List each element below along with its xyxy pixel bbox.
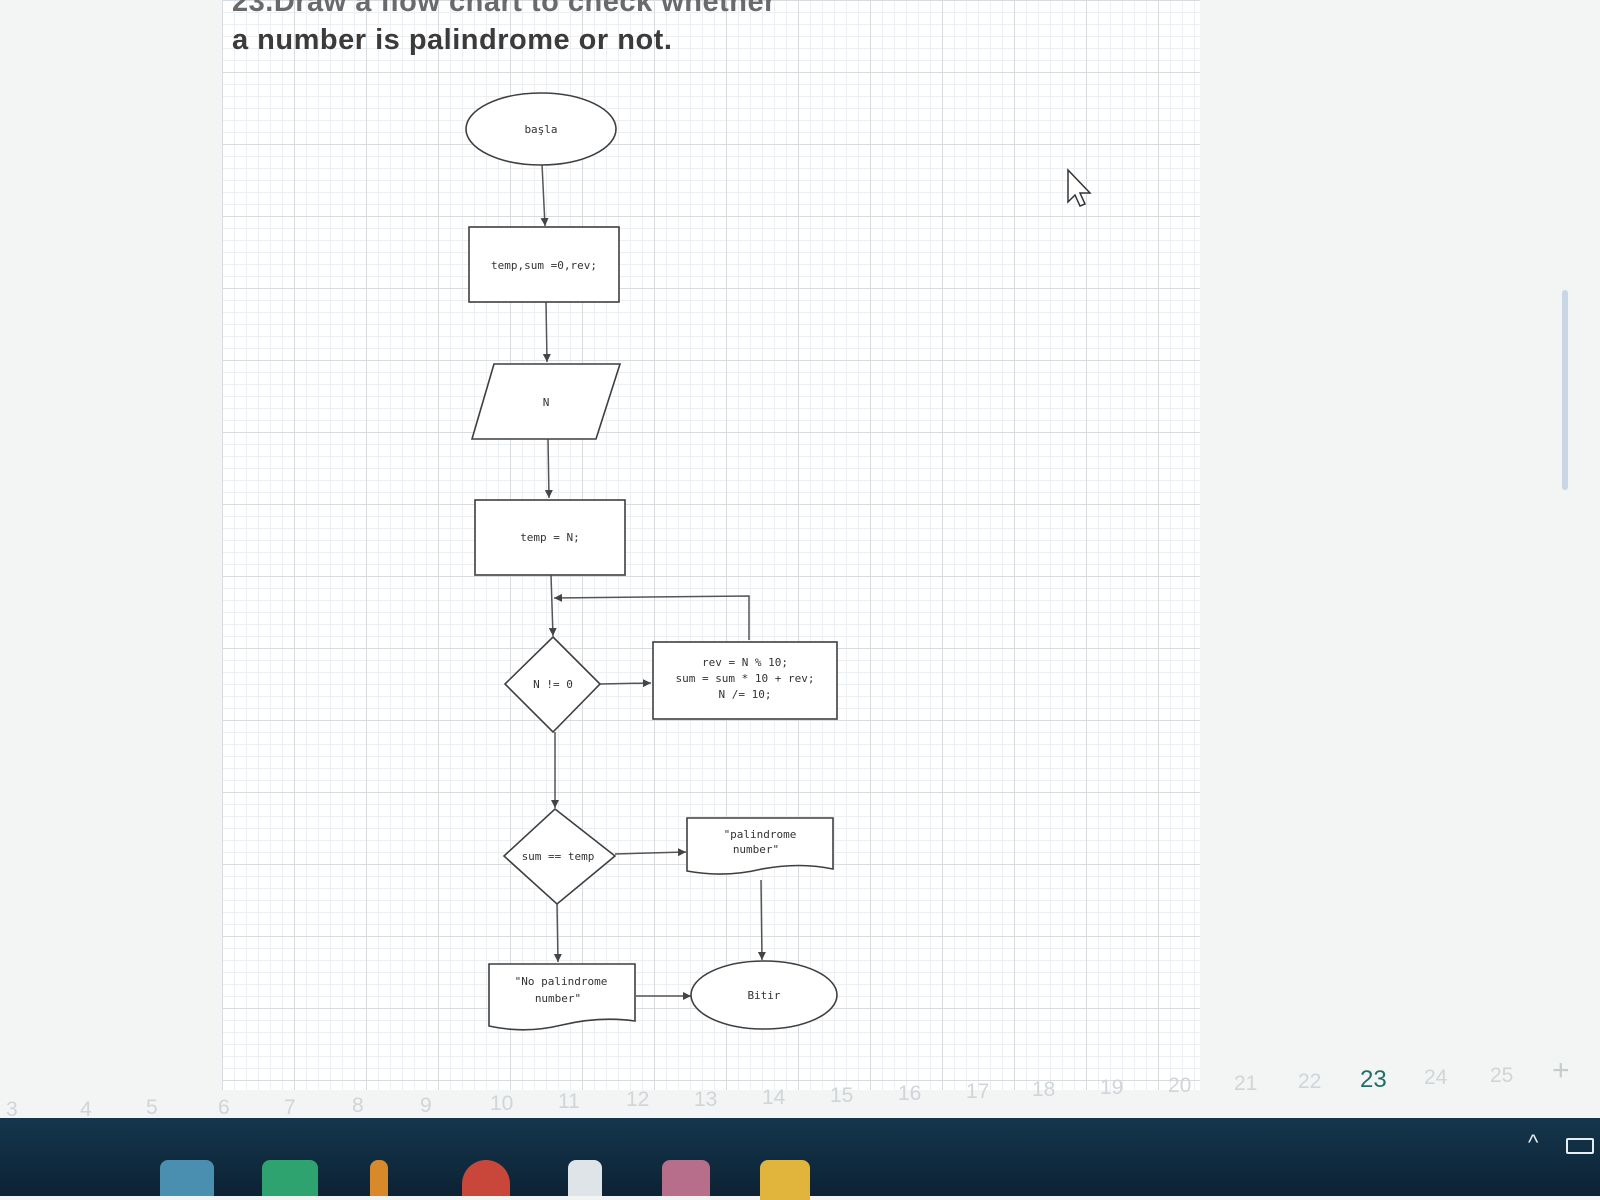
loop-body-line-1: rev = N % 10; <box>702 656 788 669</box>
init-process-box <box>468 226 620 303</box>
app-icon[interactable] <box>160 1160 214 1196</box>
add-page-button[interactable]: + <box>1552 1054 1570 1087</box>
connector-input-assign <box>544 437 553 499</box>
page-tab[interactable]: 25 <box>1490 1064 1514 1087</box>
compare-decision-diamond <box>502 807 617 906</box>
connector-assign-loop <box>548 574 557 637</box>
start-label: başla <box>524 123 557 136</box>
page-tab[interactable]: 13 <box>694 1088 718 1111</box>
page-tab[interactable]: 7 <box>284 1096 296 1119</box>
page-tab[interactable]: 10 <box>490 1092 514 1115</box>
page-tab[interactable]: 15 <box>830 1084 854 1107</box>
connector-compare-yes <box>614 848 687 857</box>
page-tab[interactable]: 24 <box>1424 1066 1448 1089</box>
page-tab[interactable]: 5 <box>146 1096 158 1119</box>
page-tab[interactable]: 22 <box>1298 1070 1322 1093</box>
tray-chevron-up-icon[interactable]: ^ <box>1528 1130 1539 1155</box>
settings-icon[interactable] <box>568 1160 602 1196</box>
loop-condition-label: N != 0 <box>533 678 573 691</box>
page-tab[interactable]: 8 <box>352 1094 364 1117</box>
compare-label: sum == temp <box>522 850 595 863</box>
loop-decision-diamond <box>503 635 602 734</box>
init-label: temp,sum =0,rev; <box>491 259 597 272</box>
taskbar: ^ <box>0 1118 1600 1200</box>
page-tab[interactable]: 14 <box>762 1086 786 1109</box>
browser-icon[interactable] <box>462 1160 510 1196</box>
app-icon[interactable] <box>262 1160 318 1196</box>
connector-init-input <box>542 301 551 363</box>
connector-yes-end <box>757 879 766 961</box>
yes-output-line-1: "palindrome <box>724 828 797 841</box>
yes-output-document <box>686 817 834 875</box>
input-label: N <box>543 396 550 409</box>
no-output-line-1: "No palindrome <box>515 975 608 988</box>
page-tab[interactable]: 9 <box>420 1094 432 1117</box>
page-navigator: 3 4 5 6 7 8 9 10 11 12 13 14 15 16 17 18… <box>0 1054 1600 1121</box>
no-output-document <box>488 963 636 1031</box>
end-label: Bitir <box>747 989 780 1002</box>
page-tab[interactable]: 19 <box>1100 1076 1124 1099</box>
app-icon[interactable] <box>662 1160 710 1196</box>
mouse-cursor-icon <box>1067 168 1092 207</box>
folder-icon[interactable] <box>760 1160 810 1200</box>
title-line-1: 23.Draw a flow chart to check whether <box>232 0 776 18</box>
input-parallelogram <box>470 363 622 440</box>
start-terminator <box>465 92 617 166</box>
page-tab[interactable]: 17 <box>966 1080 990 1103</box>
app-icon[interactable] <box>370 1160 388 1196</box>
end-terminator <box>690 960 838 1030</box>
loop-body-box <box>652 641 838 720</box>
assign-process-box <box>474 499 626 576</box>
connector-start-init <box>540 163 549 227</box>
vertical-scrollbar[interactable] <box>1562 290 1568 490</box>
connector-compare-no <box>553 903 562 963</box>
page-tab[interactable]: 6 <box>218 1096 230 1119</box>
page-tab[interactable]: 4 <box>80 1098 92 1121</box>
page-tab[interactable]: 18 <box>1032 1078 1056 1101</box>
page-tab[interactable]: 16 <box>898 1082 922 1105</box>
page-tab[interactable]: 12 <box>626 1088 650 1111</box>
page-tab[interactable]: 21 <box>1234 1072 1258 1095</box>
no-output-line-2: number" <box>535 992 581 1005</box>
title-line-2: a number is palindrome or not. <box>232 24 673 56</box>
connector-loop-back <box>553 593 750 640</box>
page-tab-active[interactable]: 23 <box>1360 1066 1387 1093</box>
page-tab[interactable]: 3 <box>6 1098 18 1121</box>
loop-body-line-2: sum = sum * 10 + rev; <box>675 672 814 685</box>
page-tab[interactable]: 11 <box>558 1090 580 1113</box>
page-tab[interactable]: 20 <box>1168 1074 1192 1097</box>
worksheet-grid <box>222 0 1200 1090</box>
assign-label: temp = N; <box>520 531 580 544</box>
battery-icon[interactable] <box>1566 1138 1594 1154</box>
loop-body-line-3: N /= 10; <box>719 688 772 701</box>
yes-output-line-2: number" <box>733 843 779 856</box>
connector-loop-body <box>599 679 652 688</box>
